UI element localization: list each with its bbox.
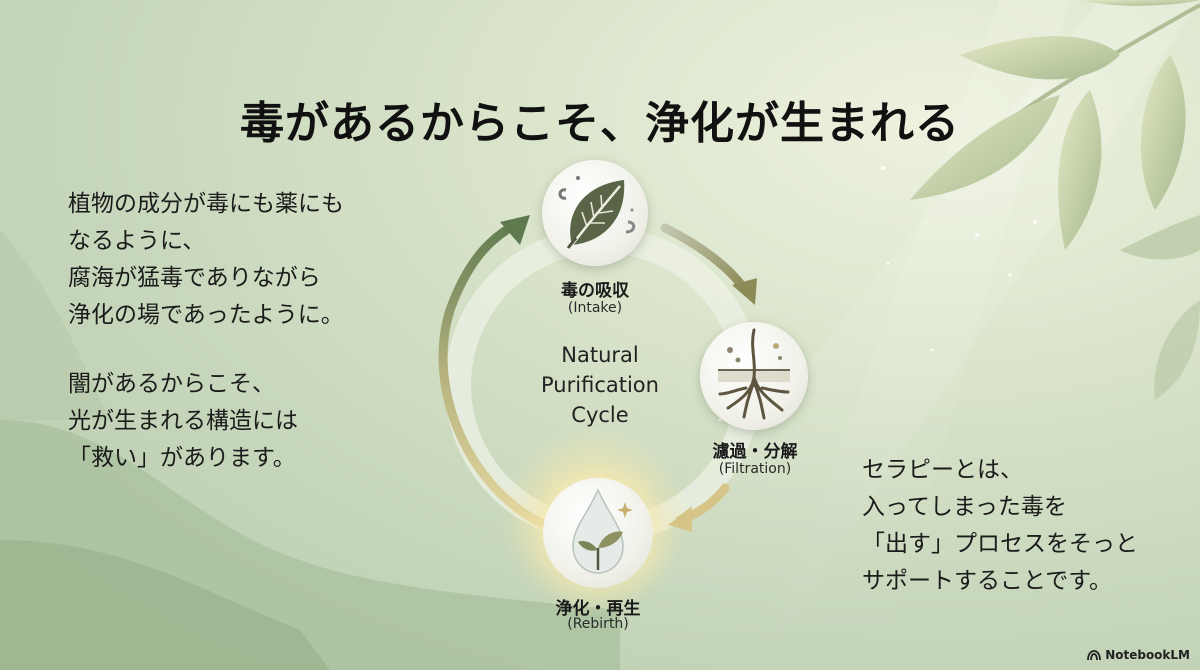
node-intake-label: 毒の吸収 <box>561 281 629 301</box>
center-title-line: Cycle <box>571 403 629 427</box>
text-line: 浄化の場であったように。 <box>68 302 344 328</box>
text-line: サポートすることです。 <box>862 568 1113 594</box>
cycle-center-title: Natural Purification Cycle <box>530 340 670 430</box>
water-drop-sprout-icon <box>572 488 633 574</box>
node-filtration <box>700 322 808 430</box>
text-line: 腐海が猛毒でありながら <box>68 265 321 291</box>
center-title-line: Purification <box>541 373 659 397</box>
node-rebirth-sublabel: (Rebirth) <box>567 616 629 632</box>
right-paragraph: セラピーとは、 入ってしまった毒を 「出す」プロセスをそっと サポートすることで… <box>862 452 1138 600</box>
text-line: 闇があるからこそ、 <box>68 371 275 397</box>
node-intake-sublabel: (Intake) <box>567 300 623 316</box>
text-line: 「出す」プロセスをそっと <box>862 531 1138 557</box>
arrowhead-icon <box>732 278 757 305</box>
brand-label: NotebookLM <box>1105 648 1190 662</box>
node-rebirth-label: 浄化・再生 <box>555 599 641 619</box>
roots-icon <box>718 328 790 420</box>
left-paragraph-1: 植物の成分が毒にも薬にも なるように、 腐海が猛毒でありながら 浄化の場であった… <box>68 186 344 334</box>
center-title-line: Natural <box>561 343 639 367</box>
leaf-icon <box>558 176 636 249</box>
arrow-filtration-to-rebirth <box>675 483 730 525</box>
node-rebirth <box>543 478 653 588</box>
text-line: 植物の成分が毒にも薬にも <box>68 191 344 217</box>
arrowhead-icon <box>500 215 530 245</box>
page-title: 毒があるからこそ、浄化が生まれる <box>240 98 960 150</box>
text-line: セラピーとは、 <box>862 457 1023 483</box>
text-line: 「救い」があります。 <box>68 445 296 471</box>
text-line: 入ってしまった毒を <box>862 494 1067 520</box>
notebooklm-watermark: NotebookLM <box>1087 648 1190 662</box>
node-intake <box>542 160 648 266</box>
left-paragraph-2: 闇があるからこそ、 光が生まれる構造には 「救い」があります。 <box>68 366 298 477</box>
node-filtration-label: 濾過・分解 <box>712 442 798 462</box>
text-line: なるように、 <box>68 228 206 254</box>
arrowhead-icon <box>668 506 692 532</box>
notebooklm-logo-icon <box>1087 650 1102 660</box>
leaf-branch-decor <box>910 0 1200 400</box>
arrow-intake-to-filtration <box>660 223 750 295</box>
text-line: 光が生まれる構造には <box>68 408 298 434</box>
node-filtration-sublabel: (Filtration) <box>718 461 792 477</box>
